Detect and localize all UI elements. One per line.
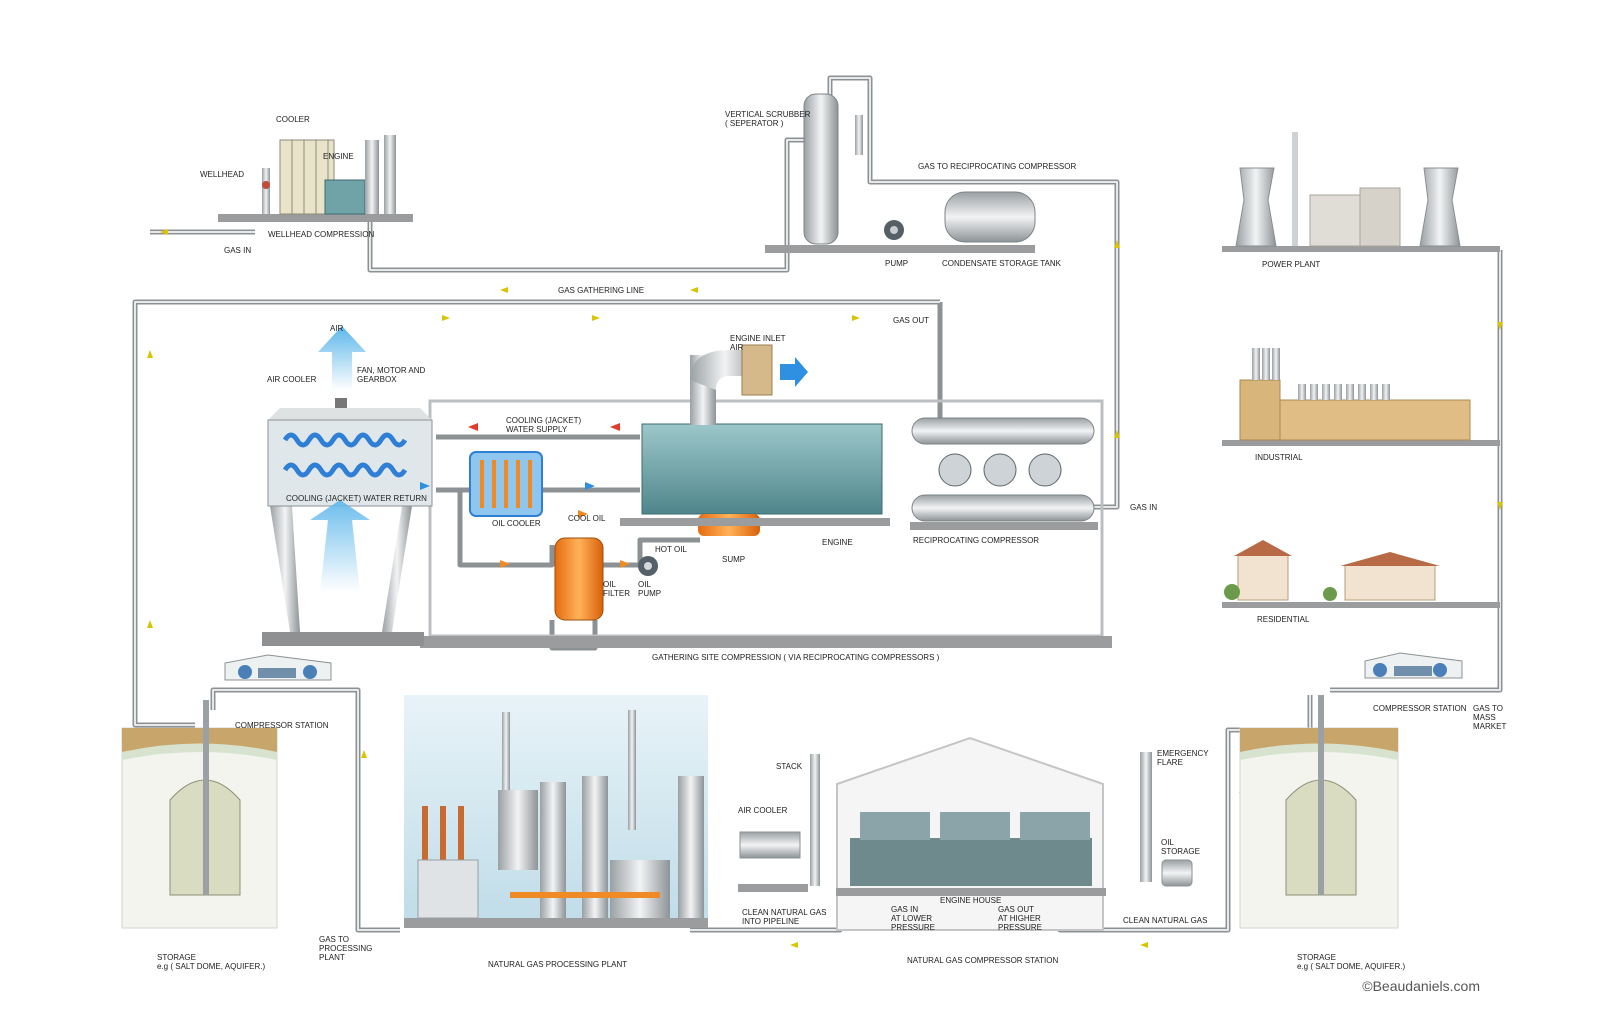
label-emergency-flare: EMERGENCY FLARE xyxy=(1157,749,1209,767)
label-gas-to-processing: GAS TO PROCESSING PLANT xyxy=(319,935,373,962)
label-pump: PUMP xyxy=(885,259,909,268)
label-gas-out-higher: GAS OUT AT HIGHER PRESSURE xyxy=(998,905,1043,932)
label-gas-gathering-line: GAS GATHERING LINE xyxy=(558,286,645,295)
label-compressor-station-right: COMPRESSOR STATION xyxy=(1373,704,1467,713)
label-engine-main: ENGINE xyxy=(822,538,853,547)
storage-right-unit xyxy=(1239,695,1399,929)
label-power-plant: POWER PLANT xyxy=(1262,260,1321,269)
label-vertical-scrubber: VERTICAL SCRUBBER ( SEPERATOR ) xyxy=(725,110,811,128)
storage-left-unit xyxy=(121,700,278,929)
label-recip-compressor: RECIPROCATING COMPRESSOR xyxy=(913,536,1040,545)
label-engine-house: ENGINE HOUSE xyxy=(940,896,1002,905)
label-engine-top: ENGINE xyxy=(323,152,354,161)
coolant-direction-arrows xyxy=(420,423,630,568)
wellhead-compression-unit xyxy=(218,135,413,222)
compressor-station-left-unit xyxy=(224,654,332,681)
reciprocating-compressor xyxy=(910,417,1098,530)
power-plant xyxy=(1222,132,1500,252)
label-processing-plant: NATURAL GAS PROCESSING PLANT xyxy=(488,960,628,969)
label-cooler: COOLER xyxy=(276,115,310,124)
label-clean-natural-gas: CLEAN NATURAL GAS xyxy=(1123,916,1208,925)
gathering-site-building xyxy=(262,399,1112,648)
label-gas-in-top: GAS IN xyxy=(224,246,252,255)
oil-cooler xyxy=(469,451,543,517)
label-compressor-station-main: NATURAL GAS COMPRESSOR STATION xyxy=(907,956,1059,965)
compressor-station-main-unit xyxy=(738,736,1193,931)
label-oil-storage: OIL STORAGE xyxy=(1161,838,1200,856)
label-clean-gas-into-pipeline: CLEAN NATURAL GAS INTO PIPELINE xyxy=(742,908,827,926)
label-cooling-supply: COOLING (JACKET) WATER SUPPLY xyxy=(506,416,582,434)
industrial-site xyxy=(1222,348,1500,446)
compressor-station-right-unit xyxy=(1364,652,1463,679)
label-gas-out: GAS OUT xyxy=(893,316,930,325)
label-oil-pump: OIL PUMP xyxy=(638,580,662,598)
label-industrial: INDUSTRIAL xyxy=(1255,453,1303,462)
label-gas-to-recip: GAS TO RECIPROCATING COMPRESSOR xyxy=(918,162,1077,171)
label-engine-inlet-air: ENGINE INLET AIR xyxy=(730,334,786,352)
air-cooler-main xyxy=(267,326,433,632)
label-wellhead-compression: WELLHEAD COMPRESSION xyxy=(268,230,375,239)
label-cooling-return: COOLING (JACKET) WATER RETURN xyxy=(286,494,427,503)
label-fan-motor: FAN, MOTOR AND GEARBOX xyxy=(357,366,426,384)
scrubber-and-tank xyxy=(765,93,1036,253)
residential-site xyxy=(1222,540,1500,608)
oil-filter xyxy=(554,537,658,621)
label-stack: STACK xyxy=(776,762,803,771)
label-sump: SUMP xyxy=(722,555,746,564)
label-storage-left: STORAGE e.g ( SALT DOME, AQUIFER.) xyxy=(157,953,266,971)
label-air: AIR xyxy=(330,324,344,333)
label-compressor-station-left: COMPRESSOR STATION xyxy=(235,721,329,730)
copyright-credit: ©Beaudaniels.com xyxy=(1362,978,1480,994)
label-condensate-tank: CONDENSATE STORAGE TANK xyxy=(942,259,1061,268)
label-storage-right: STORAGE e.g ( SALT DOME, AQUIFER.) xyxy=(1297,953,1406,971)
label-gas-in-right: GAS IN xyxy=(1130,503,1158,512)
pipe-highlight xyxy=(134,77,1501,931)
label-oil-cooler: OIL COOLER xyxy=(492,519,541,528)
label-residential: RESIDENTIAL xyxy=(1257,615,1310,624)
label-gas-to-mass-market: GAS TO MASS MARKET xyxy=(1473,704,1507,731)
engine-main xyxy=(620,344,890,536)
label-wellhead: WELLHEAD xyxy=(200,170,245,179)
label-air-cooler-main: AIR COOLER xyxy=(267,375,317,384)
processing-plant-unit xyxy=(404,695,708,928)
label-gas-in-lower: GAS IN AT LOWER PRESSURE xyxy=(891,905,936,932)
label-air-cooler-station: AIR COOLER xyxy=(738,806,788,815)
label-oil-filter: OIL FILTER xyxy=(603,580,630,598)
label-gathering-site: GATHERING SITE COMPRESSION ( VIA RECIPRO… xyxy=(652,653,940,662)
label-hot-oil: HOT OIL xyxy=(655,545,687,554)
label-cool-oil: COOL OIL xyxy=(568,514,606,523)
